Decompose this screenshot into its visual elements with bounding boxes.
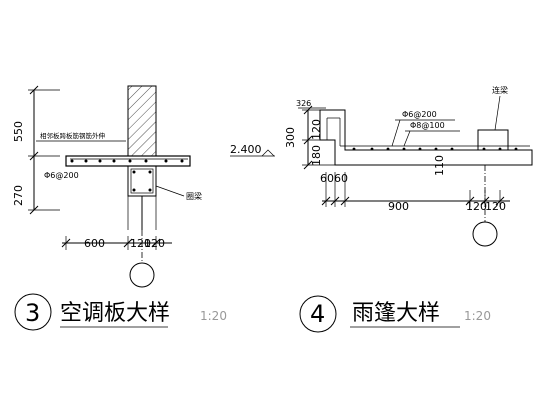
left-axis-bubble — [129, 262, 155, 288]
dim-60-a: 60 — [320, 172, 334, 185]
detail-number-circle-left — [14, 293, 52, 331]
dim-110: 110 — [433, 155, 446, 176]
dim-60-b: 60 — [334, 172, 348, 185]
canopy-rebar-dots — [352, 147, 518, 151]
detail-title-right: 雨篷大样 — [352, 301, 440, 326]
dim-120-right-a: 120 — [466, 200, 487, 213]
dim-270: 270 — [12, 185, 25, 206]
detail-title-left: 空调板大样 — [60, 301, 170, 326]
elev-2400: 2.400 — [230, 143, 262, 156]
ring-beam — [127, 165, 157, 197]
dim-600: 600 — [84, 237, 105, 250]
detail-number-left: 3 — [25, 299, 40, 327]
label-ring-beam: 圈梁 — [186, 192, 202, 201]
label-link-beam: 连梁 — [492, 85, 508, 95]
detail-number-circle-right — [299, 295, 337, 333]
label-rebar-phi6-right: Φ6@200 — [402, 110, 437, 119]
dim-120-left-a: 120 — [130, 237, 151, 250]
dim-550: 550 — [12, 121, 25, 142]
right-axis-bubble — [472, 221, 498, 247]
dim-120-right-b: 120 — [485, 200, 506, 213]
left-wall — [127, 85, 157, 157]
label-rebar-phi6: Φ6@200 — [44, 171, 79, 180]
dim-300: 300 — [284, 127, 297, 148]
dim-120-v: 120 — [310, 119, 323, 140]
detail-scale-left: 1:20 — [200, 309, 227, 323]
label-rebar-phi8: Φ8@100 — [410, 121, 445, 130]
slab-rebar-dots — [70, 159, 184, 163]
label-slab-note: 相邻板跨板筋钢筋外伸 — [40, 131, 106, 140]
dim-120-left-b: 120 — [144, 237, 165, 250]
dim-900: 900 — [388, 200, 409, 213]
canopy-slab — [319, 109, 533, 166]
detail-number-right: 4 — [310, 300, 325, 328]
link-beam — [477, 129, 509, 151]
detail-left: 550 270 600 120 120 相邻板跨板筋钢筋外伸 Φ6@200 圈梁… — [12, 85, 227, 331]
detail-right: 300 180 120 326 2.400 110 60 60 900 120 … — [230, 85, 533, 333]
dim-180: 180 — [310, 145, 323, 166]
dim-326: 326 — [296, 99, 311, 108]
detail-scale-right: 1:20 — [464, 309, 491, 323]
